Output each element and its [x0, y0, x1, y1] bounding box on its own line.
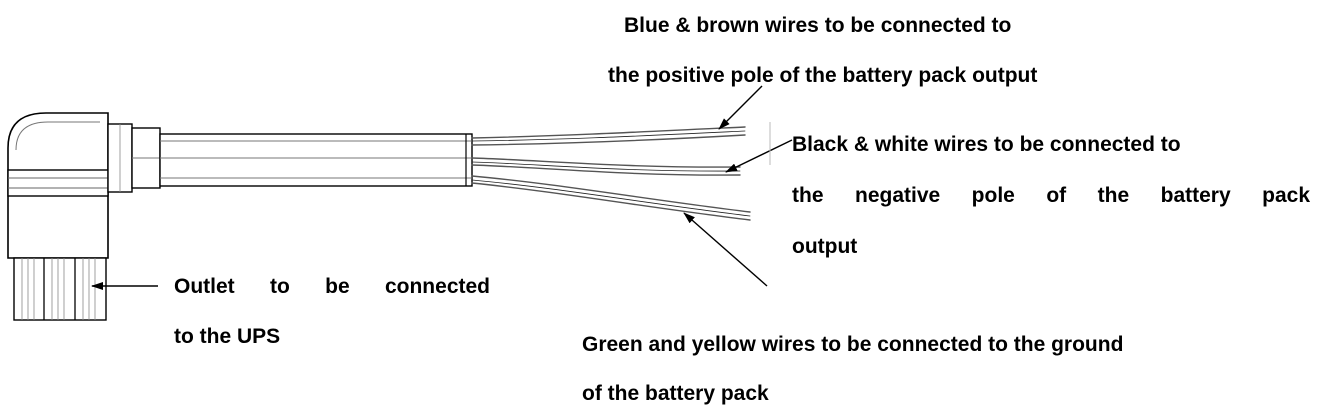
label-black-white-line2: the negative pole of the battery pack — [792, 184, 1310, 207]
label-black-white-line1: Black & white wires to be connected to — [792, 133, 1181, 156]
label-outlet-line2: to the UPS — [174, 325, 281, 348]
wire-blue — [471, 126, 746, 139]
wire-brown — [471, 134, 746, 146]
wire-green — [471, 175, 751, 213]
wire-black — [471, 157, 741, 168]
connector-pin-block — [13, 257, 107, 321]
cable-jacket — [159, 133, 473, 187]
label-green-yellow-line1: Green and yellow wires to be connected t… — [582, 333, 1124, 356]
ups-connector — [7, 112, 161, 321]
arrow-black-white — [725, 139, 793, 173]
connector-band — [7, 169, 109, 197]
label-blue-brown-line2: the positive pole of the battery pack ou… — [608, 64, 1038, 87]
cable-sheath — [159, 133, 473, 187]
label-blue-brown-line1: Blue & brown wires to be connected to — [624, 14, 1012, 37]
label-black-white-line3: output — [792, 235, 858, 258]
label-outlet-line1: Outlet to be connected — [174, 275, 490, 298]
arrow-blue-brown — [718, 85, 763, 130]
arrow-green-yellow — [683, 212, 768, 287]
wire-yellow — [471, 182, 751, 221]
leader-lines — [91, 85, 793, 290]
connector-housing-curve — [15, 121, 100, 151]
wires — [471, 126, 751, 221]
wire-white — [471, 164, 741, 176]
label-green-yellow-line2: of the battery pack — [582, 382, 769, 405]
